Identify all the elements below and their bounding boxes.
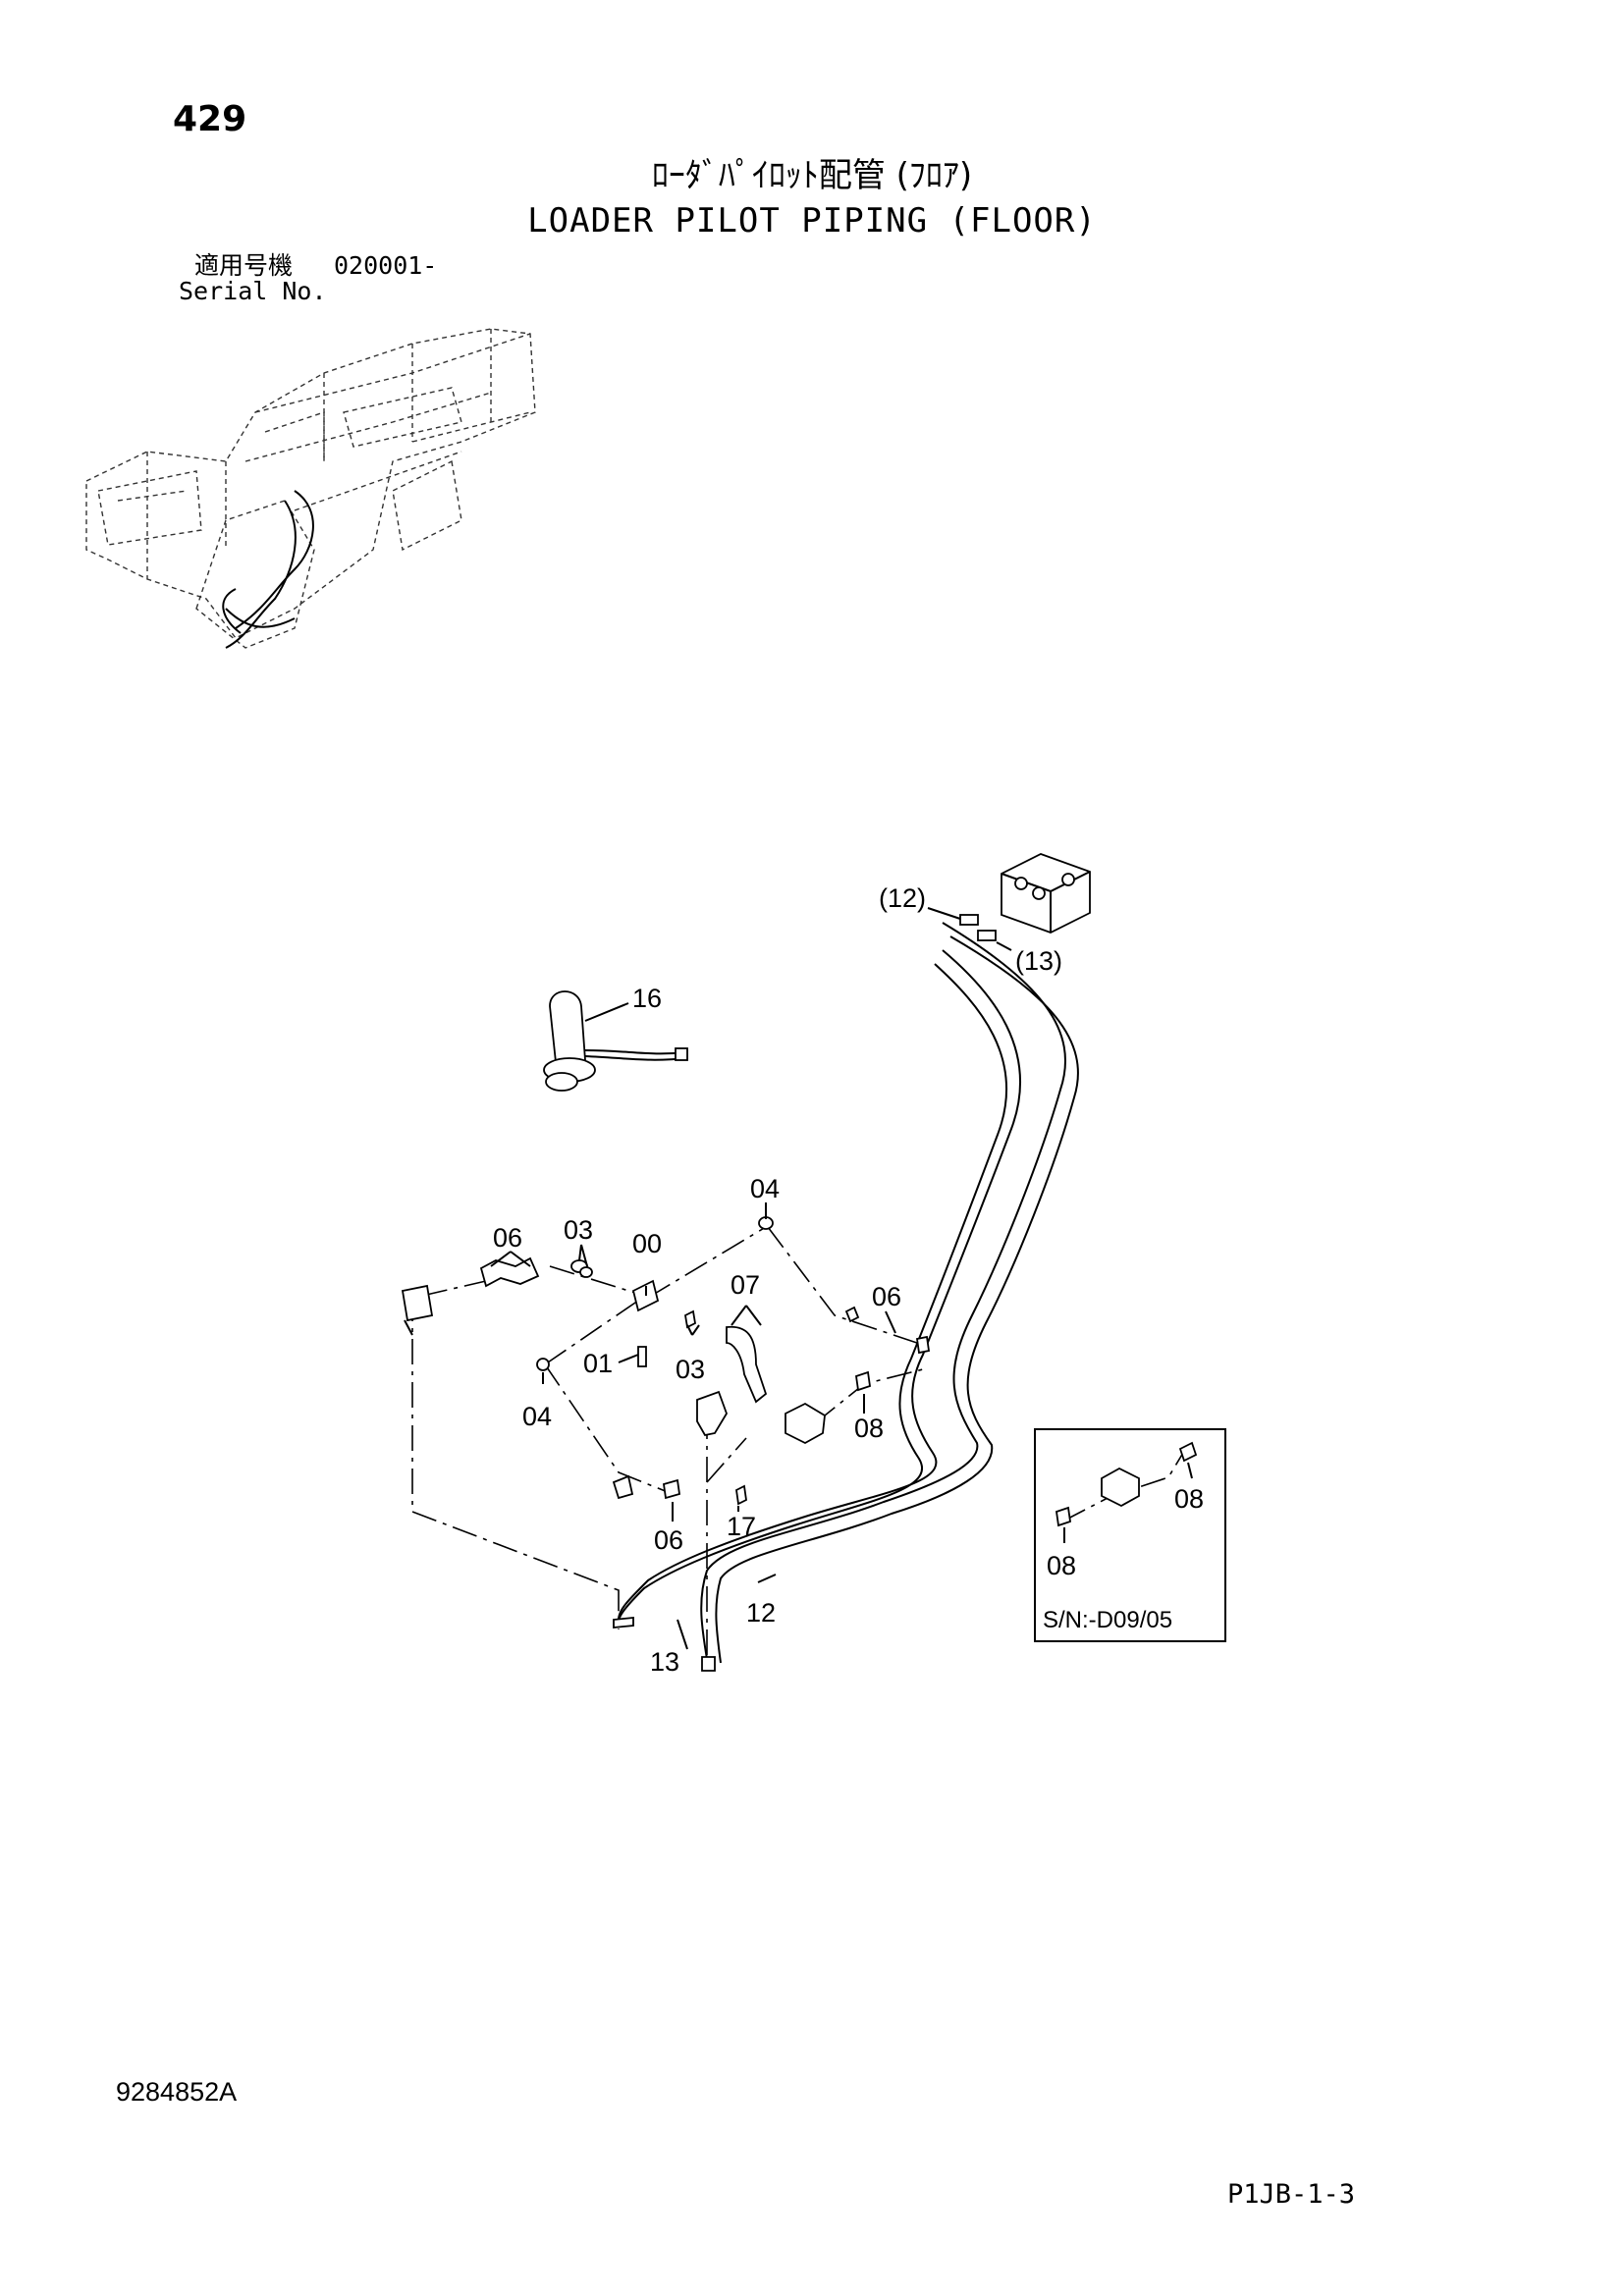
callout-04-left: 04 [522, 1402, 552, 1431]
serial-inset-box: 08 08 S/N:-D09/05 [1034, 1428, 1226, 1642]
callout-08: 08 [854, 1414, 884, 1443]
callout-12: 12 [746, 1598, 776, 1628]
sheet-code: P1JB-1-3 [1227, 2179, 1356, 2210]
callout-06-right: 06 [872, 1282, 901, 1311]
page-number: 429 [173, 99, 247, 139]
callout-labels: (12) (13) 16 04 06 03 00 07 06 01 03 04 … [493, 883, 1062, 1677]
callout-03-left: 03 [564, 1215, 593, 1245]
diagram-code: 9284852A [116, 2077, 238, 2107]
main-hose-assembly [618, 922, 1079, 1664]
callout-00: 00 [632, 1229, 662, 1258]
callout-12-parenthesized: (12) [879, 883, 926, 913]
joystick-lever [543, 990, 688, 1092]
callout-06-bottom: 06 [654, 1525, 683, 1555]
machine-overview-illustration [85, 328, 536, 649]
callout-04-top: 04 [750, 1174, 780, 1203]
connection-lines [411, 1226, 924, 1659]
serial-label: Serial No. [179, 277, 327, 305]
inset-serial-note: S/N:-D09/05 [1043, 1607, 1172, 1633]
inset-callout-08-right: 08 [1174, 1484, 1204, 1514]
callout-13: 13 [650, 1647, 679, 1677]
callout-13-parenthesized: (13) [1015, 946, 1062, 976]
callout-07: 07 [731, 1270, 760, 1300]
callout-16: 16 [632, 984, 662, 1013]
leader-lines [490, 907, 1012, 1650]
pilot-valve-block [959, 853, 1091, 941]
callout-06-left: 06 [493, 1223, 522, 1253]
callout-01: 01 [583, 1349, 613, 1378]
page-title: LOADER PILOT PIPING (FLOOR) [527, 201, 1097, 240]
page-title-japanese: ﾛｰﾀﾞﾊﾟｲﾛｯﾄ配管 (ﾌﾛｱ) [651, 156, 973, 195]
serial-label-japanese: 適用号機 [194, 251, 294, 280]
callout-03-middle: 03 [676, 1355, 705, 1384]
fittings [401, 1216, 931, 1672]
inset-callout-08-left: 08 [1047, 1551, 1076, 1580]
callout-17: 17 [727, 1512, 756, 1541]
serial-range: 020001- [334, 251, 438, 280]
